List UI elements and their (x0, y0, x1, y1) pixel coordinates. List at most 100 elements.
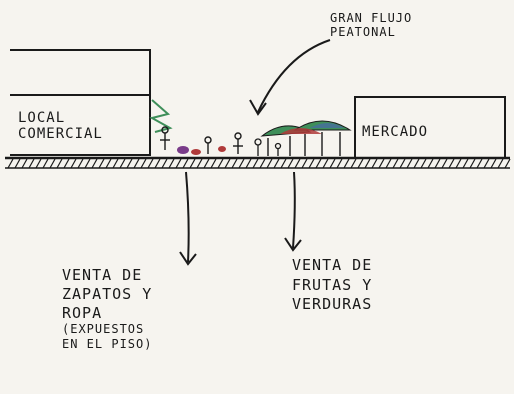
local-comercial-line-1: LOCAL (18, 110, 66, 126)
sidewalk-hatching (7, 158, 511, 169)
hatch-stroke (357, 158, 364, 169)
venta-zapatos-line-2: ZAPATOS Y (62, 284, 153, 303)
venta-frutas-label: VENTA DE FRUTAS Y VERDURAS (292, 256, 372, 315)
hatch-stroke (112, 158, 119, 169)
hatch-stroke (154, 158, 161, 169)
hatch-stroke (273, 158, 280, 169)
venta-frutas-line-3: VERDURAS (292, 295, 373, 313)
hatch-stroke (455, 158, 462, 169)
hatch-stroke (350, 158, 357, 169)
hatch-stroke (420, 158, 427, 169)
hatch-stroke (210, 158, 217, 169)
hatch-stroke (385, 158, 392, 169)
local-comercial-building (10, 49, 151, 156)
hatch-stroke (259, 158, 266, 169)
arrow-venta-frutas-head (284, 237, 302, 252)
hatch-stroke (63, 158, 70, 169)
venta-zapatos-line-5: EN EL PISO) (62, 337, 153, 352)
shoe-items (177, 146, 226, 155)
arrow-gran-flujo-head (249, 99, 267, 116)
hatch-stroke (7, 158, 14, 169)
hatch-stroke (301, 158, 308, 169)
hatch-stroke (189, 158, 196, 169)
hatch-stroke (448, 158, 455, 169)
hatch-stroke (28, 158, 35, 169)
hatch-stroke (280, 158, 287, 169)
hatch-stroke (42, 158, 49, 169)
arrow-gran-flujo (257, 39, 331, 113)
hatch-stroke (343, 158, 350, 169)
venta-zapatos-line-1: VENTA DE (62, 266, 143, 284)
hatch-stroke (21, 158, 28, 169)
hatch-stroke (315, 158, 322, 169)
venta-frutas-line-2: FRUTAS Y (292, 275, 373, 294)
hatch-stroke (14, 158, 21, 169)
hatch-stroke (336, 158, 343, 169)
hatch-stroke (308, 158, 315, 169)
hatch-stroke (490, 158, 497, 169)
hatch-stroke (322, 158, 329, 169)
venta-zapatos-line-4: (EXPUESTOS (62, 322, 145, 337)
hatch-stroke (238, 158, 245, 169)
hatch-stroke (427, 158, 434, 169)
hatch-stroke (84, 158, 91, 169)
hatch-stroke (196, 158, 203, 169)
hatch-stroke (105, 158, 112, 169)
hatch-stroke (266, 158, 273, 169)
arrow-venta-zapatos-head (179, 251, 197, 266)
local-comercial-label: LOCAL COMERCIAL (18, 110, 103, 142)
hatch-stroke (133, 158, 140, 169)
hatch-stroke (147, 158, 154, 169)
hatch-stroke (161, 158, 168, 169)
hatch-stroke (504, 158, 511, 169)
hatch-stroke (406, 158, 413, 169)
local-comercial-line-2: COMERCIAL (18, 126, 103, 143)
hatch-stroke (203, 158, 210, 169)
hatch-stroke (476, 158, 483, 169)
hatch-stroke (399, 158, 406, 169)
hatch-stroke (182, 158, 189, 169)
hatch-stroke (441, 158, 448, 169)
venta-frutas-line-1: VENTA DE (292, 256, 373, 274)
hatch-stroke (70, 158, 77, 169)
hatch-stroke (224, 158, 231, 169)
gran-flujo-line-2: PEATONAL (330, 24, 396, 39)
hatch-stroke (49, 158, 56, 169)
hatch-stroke (329, 158, 336, 169)
venta-zapatos-line-3: ROPA (62, 303, 103, 322)
hatch-stroke (371, 158, 378, 169)
hatch-stroke (483, 158, 490, 169)
hatch-stroke (413, 158, 420, 169)
hatch-stroke (91, 158, 98, 169)
hatch-stroke (77, 158, 84, 169)
gran-flujo-line-1: GRAN FLUJO (330, 11, 413, 25)
hatch-stroke (294, 158, 301, 169)
hatch-stroke (252, 158, 259, 169)
awning-left (149, 99, 173, 133)
hatch-stroke (140, 158, 147, 169)
hatch-stroke (392, 158, 399, 169)
hatch-stroke (287, 158, 294, 169)
hatch-stroke (98, 158, 105, 169)
hatch-stroke (231, 158, 238, 169)
hatch-stroke (126, 158, 133, 169)
hatch-stroke (497, 158, 504, 169)
hatch-stroke (469, 158, 476, 169)
hatch-stroke (462, 158, 469, 169)
hatch-stroke (434, 158, 441, 169)
fruit-stall-posts (267, 132, 341, 156)
fruit-vendors (254, 138, 282, 156)
gran-flujo-label: GRAN FLUJO PEATONAL (330, 11, 413, 40)
hatch-stroke (56, 158, 63, 169)
hatch-stroke (217, 158, 224, 169)
vendor-figures-shoes (160, 126, 243, 154)
hatch-stroke (364, 158, 371, 169)
hatch-stroke (119, 158, 126, 169)
arrow-venta-zapatos (185, 171, 190, 263)
hatch-stroke (378, 158, 385, 169)
fruit-stall-umbrellas (260, 120, 352, 137)
hatch-stroke (245, 158, 252, 169)
mercado-label: MERCADO (362, 124, 429, 140)
